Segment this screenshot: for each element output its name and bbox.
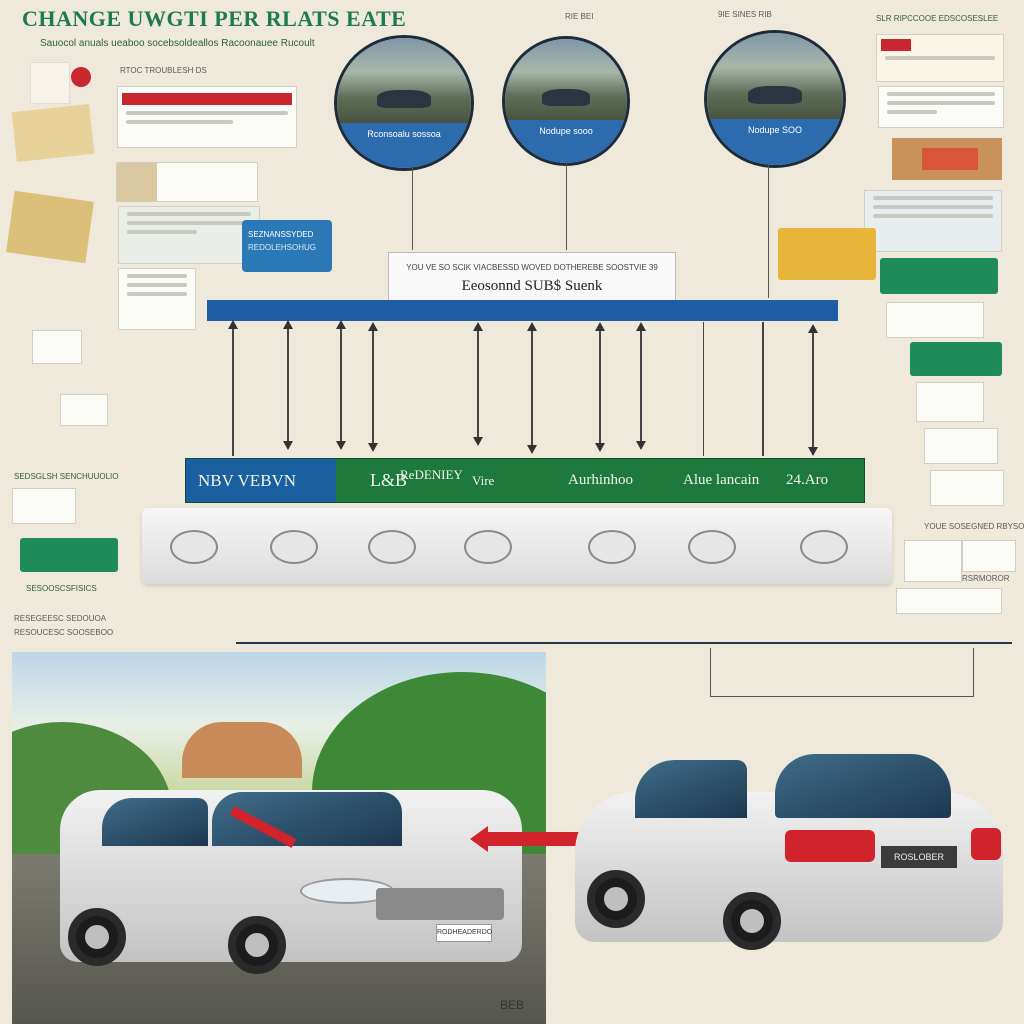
photo-circle-2: Nodupe sooo <box>502 36 630 166</box>
right-card-9 <box>962 540 1016 572</box>
blue-segment <box>186 459 336 502</box>
rear-car: ROSLOBER <box>575 742 1005 982</box>
info-card-red <box>117 86 297 148</box>
connector-line <box>768 164 769 298</box>
right-card-1 <box>876 34 1004 82</box>
folder-icon <box>6 190 94 264</box>
center-info-box: YOU VE SO SCIK VIACBESSD WOVED DOTHEREBE… <box>388 252 676 302</box>
top-label-2: 9IE SINES RIB <box>718 10 772 19</box>
left-label-c: RESEGEESC SEDOUOA <box>14 614 107 623</box>
double-arrow <box>808 324 818 456</box>
bar-label-4: Alue lancain <box>683 472 760 488</box>
tail-light-icon <box>785 830 875 862</box>
car-part-icon <box>464 530 512 564</box>
info-card-grey <box>118 206 260 264</box>
connector-line <box>762 322 764 456</box>
right-parcel-icon <box>892 138 1002 180</box>
double-arrow <box>283 320 293 450</box>
bar-label-5: 24.Aro <box>786 472 829 488</box>
document-icon <box>11 104 95 162</box>
double-arrow <box>336 320 346 450</box>
section-caption: RTOC TROUBLESH DS <box>120 66 207 75</box>
double-arrow <box>473 322 483 446</box>
front-car-photo: RODHEADERDO <box>12 652 546 1024</box>
seal-icon <box>71 67 91 87</box>
bar-label-2b: ReDENIEY <box>400 467 463 482</box>
yellow-tag <box>778 228 876 280</box>
top-blue-bar <box>207 300 838 321</box>
right-card-7 <box>930 470 1004 506</box>
photo-circle-1: Rconsoalu sossoa <box>334 35 474 171</box>
double-arrow <box>527 322 537 454</box>
car-part-icon <box>800 530 848 564</box>
grille <box>376 888 504 920</box>
top-right-label: SLR RIPCCOOE EDSCOSESLEE <box>876 14 999 23</box>
right-card-8 <box>904 540 962 582</box>
temple-roof-icon <box>182 722 302 778</box>
right-card-4 <box>886 302 984 338</box>
transition-arrow <box>470 826 588 852</box>
right-label-a: YOUE SOSEGNED RBYSOOGEE <box>924 522 1024 531</box>
left-note <box>12 488 76 524</box>
connector-line <box>566 162 567 250</box>
connector-line <box>703 322 704 456</box>
left-note-card <box>30 62 91 104</box>
photo-circle-3: Nodupe SOO <box>704 30 846 168</box>
right-green-tab-2 <box>910 342 1002 376</box>
page-title: CHANGE UWGTI PER RLATS EATE <box>22 6 407 31</box>
car-part-icon <box>588 530 636 564</box>
bar-label-2: L&B <box>370 470 408 490</box>
connector-line <box>412 166 413 250</box>
corner-mark: BEB <box>500 998 525 1012</box>
left-label-d: RESOUCESC SOOSEBOO <box>14 628 114 637</box>
blue-tag: SEZNANSSYDED REDOLEHSOHUG <box>242 220 332 272</box>
right-card-5 <box>916 382 984 422</box>
rear-plate: ROSLOBER <box>881 846 957 868</box>
double-arrow <box>636 322 646 450</box>
bar-label-1: NBV VEBVN <box>198 471 297 490</box>
right-card-3 <box>864 190 1002 252</box>
right-card-6 <box>924 428 998 464</box>
right-card-2 <box>878 86 1004 128</box>
right-label-b: RSRMOROR <box>962 574 1010 583</box>
up-arrow <box>228 320 238 456</box>
tail-light-icon <box>971 828 1001 860</box>
icon-tray <box>142 508 892 584</box>
bracket <box>710 648 974 697</box>
thumb-card-2 <box>60 394 108 426</box>
double-arrow <box>368 322 378 452</box>
right-card-10 <box>896 588 1002 614</box>
thumb-card <box>32 330 82 364</box>
left-label-b: SESOOSCSFISICS <box>26 584 97 593</box>
car-part-icon <box>170 530 218 564</box>
divider-line <box>236 642 1012 644</box>
top-label-1: RIE BEI <box>565 12 594 21</box>
front-plate: RODHEADERDO <box>436 924 492 942</box>
bar-label-2c: Vire <box>472 473 495 488</box>
double-arrow <box>595 322 605 452</box>
car-part-icon <box>270 530 318 564</box>
right-green-tab <box>880 258 998 294</box>
info-card-small <box>118 268 196 330</box>
green-status-bar: NBV VEBVN L&B ReDENIEY Vire Aurhinhoo Al… <box>185 458 865 503</box>
bar-label-3: Aurhinhoo <box>568 472 633 488</box>
info-card-beige <box>116 162 258 202</box>
car-part-icon <box>688 530 736 564</box>
left-label-a: SEDSGLSH SENCHUUOLIO <box>14 472 119 481</box>
page-subtitle: Sauocol anuals ueaboo socebsoldeallos Ra… <box>40 38 315 49</box>
left-green-tab <box>20 538 118 572</box>
car-part-icon <box>368 530 416 564</box>
